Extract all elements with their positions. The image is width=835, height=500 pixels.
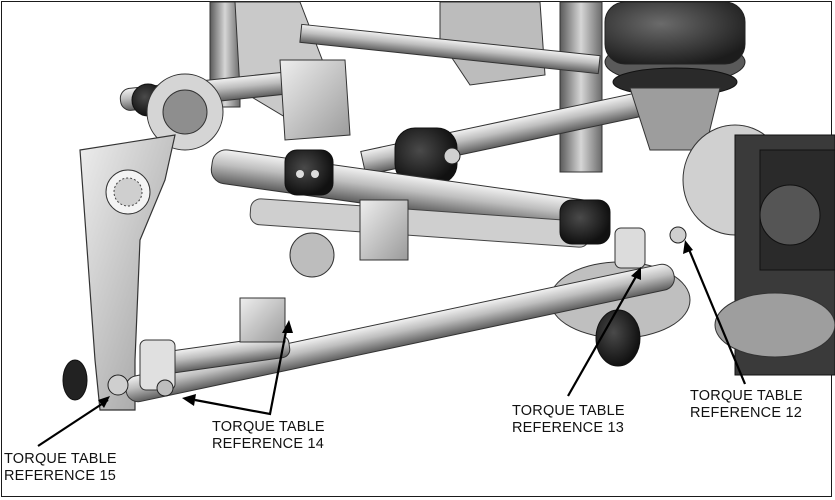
leader-line-ref-15 xyxy=(37,399,109,447)
callout-ref-12: TORQUE TABLE REFERENCE 12 xyxy=(690,388,803,422)
arrowhead-ref-14-left xyxy=(182,394,196,406)
upper-link xyxy=(119,59,351,151)
arrowhead-ref-14-up xyxy=(282,320,293,333)
leader-lines xyxy=(37,240,747,447)
pitman-arm xyxy=(62,134,176,411)
drag-link xyxy=(107,226,687,403)
differential-housing xyxy=(682,124,835,376)
callout-ref-13-line2: REFERENCE 13 xyxy=(512,420,624,436)
callout-ref-15-line1: TORQUE TABLE xyxy=(4,451,117,467)
arrowhead-ref-12 xyxy=(683,240,693,254)
shock-absorber xyxy=(394,127,461,185)
callout-ref-15: TORQUE TABLE REFERENCE 15 xyxy=(4,451,117,485)
callout-ref-12-line2: REFERENCE 12 xyxy=(690,405,802,421)
air-spring xyxy=(604,1,746,151)
callout-ref-13-line1: TORQUE TABLE xyxy=(512,403,625,419)
callout-ref-14-line1: TORQUE TABLE xyxy=(212,419,325,435)
arrowhead-ref-13 xyxy=(631,267,641,280)
callout-ref-15-line2: REFERENCE 15 xyxy=(4,468,116,484)
callout-ref-12-line1: TORQUE TABLE xyxy=(690,388,803,404)
leader-line-ref-12 xyxy=(686,246,747,385)
leader-line-ref-13 xyxy=(567,272,639,397)
arrowhead-ref-15 xyxy=(98,396,110,408)
leader-line-ref-14 xyxy=(194,325,289,416)
callout-ref-13: TORQUE TABLE REFERENCE 13 xyxy=(512,403,625,437)
callout-ref-14-line2: REFERENCE 14 xyxy=(212,436,324,452)
callout-ref-14: TORQUE TABLE REFERENCE 14 xyxy=(212,419,325,453)
